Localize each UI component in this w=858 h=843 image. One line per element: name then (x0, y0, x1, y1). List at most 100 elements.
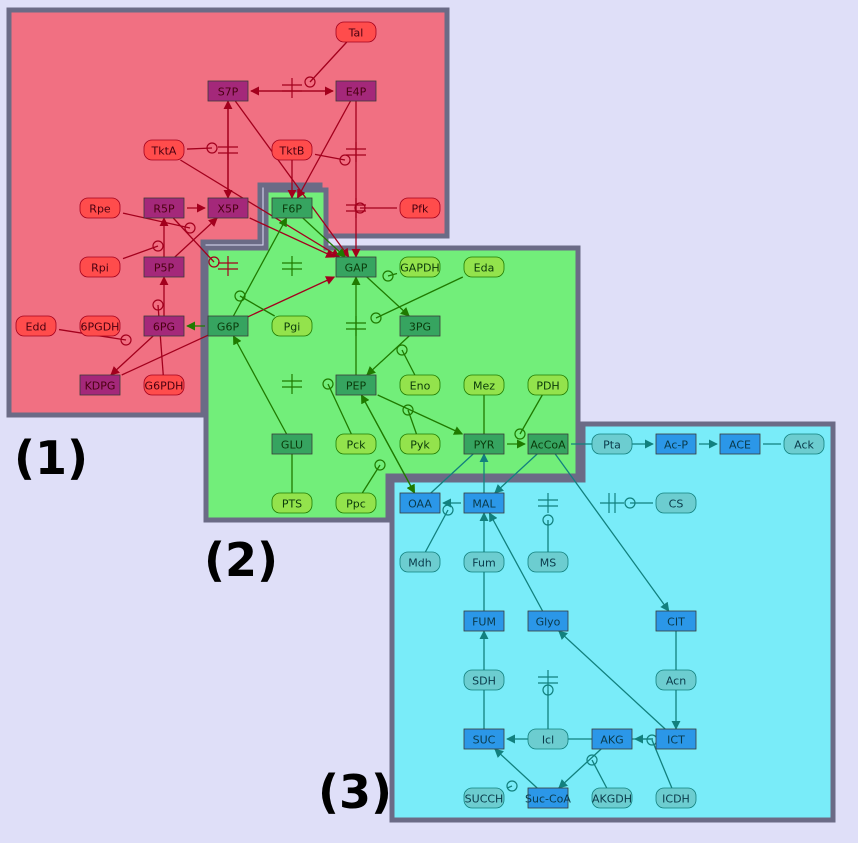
node-box (271, 315, 313, 337)
species-node-acp[interactable]: Ac-P (655, 433, 697, 455)
enzyme-node-rpi[interactable]: Rpi (79, 256, 121, 278)
node-box (207, 197, 249, 219)
enzyme-node-icdh[interactable]: ICDH (655, 787, 697, 809)
node-label: P5P (154, 262, 175, 275)
species-node-cit[interactable]: CIT (655, 610, 697, 632)
node-label: GLU (281, 439, 303, 452)
species-node-s7p[interactable]: S7P (207, 80, 249, 102)
species-node-ace[interactable]: ACE (719, 433, 761, 455)
node-label: CIT (667, 616, 685, 629)
modifier-circle (542, 514, 554, 526)
edge-g6p-to-f6p (232, 217, 288, 317)
species-node-p5p[interactable]: P5P (143, 256, 185, 278)
species-node-kdpg[interactable]: KDPG (79, 374, 121, 396)
enzyme-node-ppc[interactable]: Ppc (335, 492, 377, 514)
species-node-gap[interactable]: GAP (335, 256, 377, 278)
enzyme-node-ack[interactable]: Ack (783, 433, 825, 455)
enzyme-node-pck[interactable]: Pck (335, 433, 377, 455)
node-label: TktB (279, 145, 305, 158)
node-label: 3PG (409, 321, 431, 334)
edge-e4p-to-f6p (296, 100, 352, 199)
species-node-glyo[interactable]: Glyo (527, 610, 569, 632)
modifier-circle (402, 404, 414, 416)
species-node-e4p[interactable]: E4P (335, 80, 377, 102)
edge-tkta-to-reaction (186, 147, 213, 150)
enzyme-node-icl[interactable]: Icl (527, 728, 569, 750)
species-node-g6p[interactable]: G6P (207, 315, 249, 337)
species-node-pep[interactable]: PEP (335, 374, 377, 396)
enzyme-node-tal[interactable]: Tal (335, 21, 377, 43)
node-box (335, 492, 377, 514)
species-node-ict[interactable]: ICT (655, 728, 697, 750)
species-node-glu[interactable]: GLU (271, 433, 313, 455)
node-box (399, 374, 441, 396)
node-box (207, 80, 249, 102)
enzyme-node-pdh[interactable]: PDH (527, 374, 569, 396)
species-node-r5p[interactable]: R5P (143, 197, 185, 219)
species-node-f6p[interactable]: F6P (271, 197, 313, 219)
modifier-circle (152, 240, 164, 252)
edge-pck-to-reaction (327, 383, 352, 435)
edge-icdh-to-reaction (651, 739, 673, 789)
species-node-x5p[interactable]: X5P (207, 197, 249, 219)
species-node-fum[interactable]: FUM (463, 610, 505, 632)
enzyme-node-tkta[interactable]: TktA (143, 139, 185, 161)
species-node-suc[interactable]: SUC (463, 728, 505, 750)
species-node-succoa[interactable]: Suc-CoA (525, 787, 571, 809)
edge-pgi-to-reaction (239, 295, 275, 317)
enzyme-node-sdh[interactable]: SDH (463, 669, 505, 691)
enzyme-node-pgi[interactable]: Pgi (271, 315, 313, 337)
species-node-akg[interactable]: AKG (591, 728, 633, 750)
enzyme-node-gapdh[interactable]: GAPDH (399, 256, 441, 278)
enzyme-node-tktb[interactable]: TktB (271, 139, 313, 161)
node-label: TktA (151, 145, 177, 158)
enzyme-node-pfk[interactable]: Pfk (399, 197, 441, 219)
enzyme-node-akgdh[interactable]: AKGDH (591, 787, 633, 809)
species-node-oaa[interactable]: OAA (399, 492, 441, 514)
enzyme-node-pyk[interactable]: Pyk (399, 433, 441, 455)
modifier-circle (382, 270, 394, 282)
node-box (527, 787, 569, 809)
node-label: SUC (473, 734, 496, 747)
enzyme-node-6pgdh[interactable]: 6PGDH (79, 315, 121, 337)
node-label: SDH (472, 675, 496, 688)
enzyme-node-succh[interactable]: SUCCH (463, 787, 505, 809)
enzyme-node-edd[interactable]: Edd (15, 315, 57, 337)
node-label: Mez (473, 380, 495, 393)
node-label: G6P (217, 321, 240, 334)
node-label: Glyo (536, 616, 561, 629)
species-node-pyr[interactable]: PYR (463, 433, 505, 455)
enzyme-node-g6pdh[interactable]: G6PDH (143, 374, 185, 396)
node-box (271, 139, 313, 161)
edge-tal-to-reaction (309, 41, 348, 83)
species-node-accoa[interactable]: AcCoA (527, 433, 569, 455)
enzyme-node-ms[interactable]: MS (527, 551, 569, 573)
edge-f6p-to-gap (302, 217, 346, 258)
region-3 (389, 421, 836, 823)
species-node-3pg[interactable]: 3PG (399, 315, 441, 337)
enzyme-node-mdh[interactable]: Mdh (399, 551, 441, 573)
enzyme-node-eno[interactable]: Eno (399, 374, 441, 396)
modifier-circle (370, 312, 382, 324)
species-node-mal[interactable]: MAL (463, 492, 505, 514)
node-box (399, 256, 441, 278)
modifier-circle (396, 344, 408, 356)
node-label: Fum (472, 557, 495, 570)
node-box (143, 374, 185, 396)
node-label: PYR (474, 439, 495, 452)
enzyme-node-acn[interactable]: Acn (655, 669, 697, 691)
node-box (399, 197, 441, 219)
node-label: F6P (282, 203, 302, 216)
enzyme-node-fum[interactable]: Fum (463, 551, 505, 573)
node-box (463, 728, 505, 750)
species-node-6pg[interactable]: 6PG (143, 315, 185, 337)
enzyme-node-pts[interactable]: PTS (271, 492, 313, 514)
enzyme-node-rpe[interactable]: Rpe (79, 197, 121, 219)
enzyme-node-mez[interactable]: Mez (463, 374, 505, 396)
enzyme-node-pta[interactable]: Pta (591, 433, 633, 455)
node-box (399, 315, 441, 337)
enzyme-node-eda[interactable]: Eda (463, 256, 505, 278)
enzyme-node-cs[interactable]: CS (655, 492, 697, 514)
edge-pep-to-pyr (377, 394, 464, 435)
